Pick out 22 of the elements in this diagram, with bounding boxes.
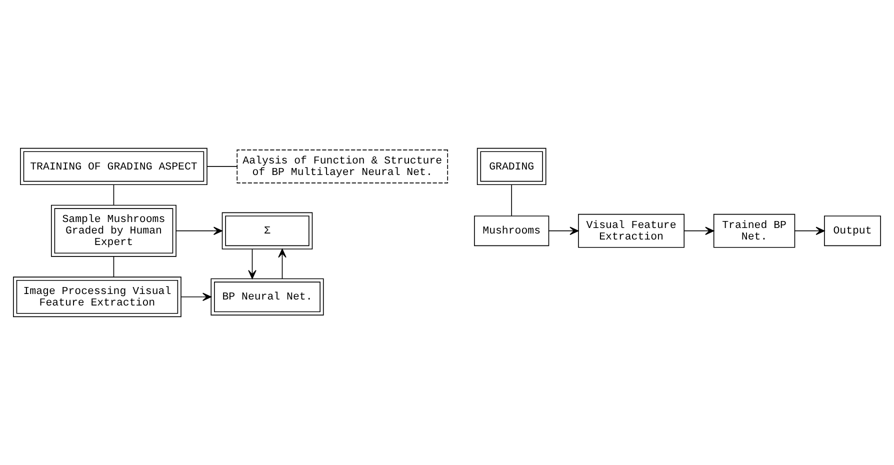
connector (206, 166, 238, 167)
node-box: GRADING (476, 148, 546, 186)
node-box: Output (824, 216, 881, 246)
arrow (794, 226, 825, 235)
node-box: Aalysis of Function & Structure of BP Multilayer Neural Net. (236, 150, 448, 184)
arrow (278, 248, 286, 279)
node-box: Image Processing Visual Feature Extraction (13, 276, 182, 318)
connector (113, 256, 114, 278)
arrow (548, 226, 579, 235)
node-box: Visual Feature Extraction (578, 214, 685, 248)
node-box: Trained BP Net. (713, 214, 796, 248)
node-box: Σ (222, 212, 313, 250)
node-box: Sample Mushrooms Graded by Human Expert (50, 204, 176, 257)
arrow (176, 226, 222, 235)
connector (511, 184, 512, 216)
node-box: BP Neural Net. (210, 278, 324, 316)
arrow (180, 292, 212, 302)
connector (113, 184, 114, 206)
node-box: Mushrooms (474, 216, 550, 246)
arrow (248, 248, 256, 279)
arrow (684, 226, 714, 235)
node-box: TRAINING OF GRADING ASPECT (20, 148, 208, 186)
